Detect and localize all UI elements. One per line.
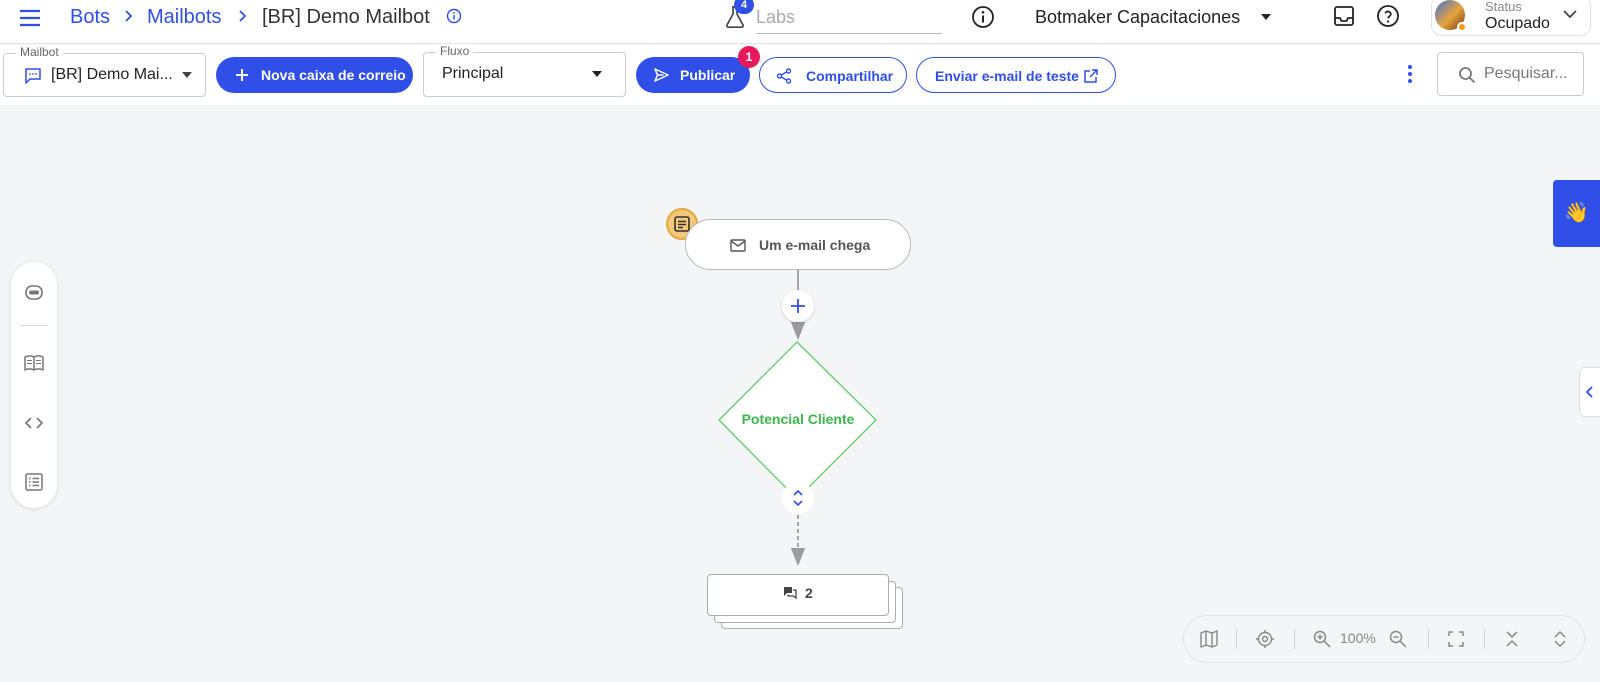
left-toolbar [11, 262, 57, 508]
breadcrumb-current: [BR] Demo Mailbot [262, 6, 430, 28]
search-icon [1458, 66, 1476, 84]
new-mailbox-label: Nova caixa de correio [261, 67, 406, 83]
search-input[interactable] [1484, 60, 1580, 88]
view-controls [1183, 615, 1585, 663]
inbox-icon[interactable] [1332, 4, 1356, 28]
company-selector[interactable]: Botmaker Capacitaciones [1035, 7, 1241, 27]
chevron-down-icon[interactable] [1562, 8, 1578, 20]
collapse-all-icon[interactable] [1502, 629, 1522, 649]
divider [20, 325, 48, 326]
publish-label: Publicar [680, 67, 736, 83]
more-vert-icon[interactable] [1400, 62, 1420, 86]
flow-value: Principal [442, 65, 504, 82]
locate-icon[interactable] [1255, 629, 1275, 649]
menu-icon[interactable] [18, 6, 42, 30]
unfold-icon [793, 489, 803, 507]
condition-label: Potencial Cliente [741, 411, 855, 427]
caret-down-icon [182, 72, 192, 78]
status-label: Status [1485, 0, 1522, 14]
zoom-out-icon[interactable] [1388, 629, 1408, 649]
external-link-icon [1083, 68, 1099, 84]
zoom-in-icon[interactable] [1312, 629, 1332, 649]
divider [1484, 629, 1485, 649]
send-test-email-button[interactable]: Enviar e-mail de teste [916, 57, 1116, 93]
breadcrumb-bots[interactable]: Bots [70, 6, 111, 28]
share-icon [776, 68, 792, 84]
mail-icon [730, 239, 746, 252]
status-dot [1457, 22, 1467, 32]
chevron-right-icon [122, 6, 136, 26]
divider [1236, 629, 1237, 649]
send-test-email-label: Enviar e-mail de teste [935, 68, 1079, 84]
publish-badge: 1 [738, 46, 760, 68]
status-value: Ocupado [1485, 15, 1550, 32]
flow-select[interactable]: Fluxo Principal [423, 44, 626, 97]
side-panel-toggle[interactable] [1579, 367, 1600, 417]
book-icon[interactable] [23, 352, 45, 374]
expand-all-icon[interactable] [1550, 629, 1570, 649]
trigger-node[interactable]: Um e-mail chega [685, 219, 911, 270]
divider [1294, 629, 1295, 649]
mailbot-label: Mailbot [16, 45, 63, 59]
flow-label: Fluxo [436, 44, 474, 58]
fullscreen-icon[interactable] [1446, 629, 1466, 649]
labs-input[interactable] [756, 2, 942, 34]
divider [1428, 629, 1429, 649]
top-bar: Bots Mailbots [BR] Demo Mailbot 4 Botmak… [0, 0, 1600, 44]
share-button[interactable]: Compartilhar [759, 57, 907, 93]
stack-label: 2 [707, 585, 889, 605]
help-icon[interactable] [1376, 4, 1400, 28]
bot-icon[interactable] [23, 281, 45, 303]
chat-icon [24, 67, 42, 85]
wave-button[interactable]: 👋 [1553, 180, 1600, 247]
send-icon [653, 67, 669, 83]
new-mailbox-button[interactable]: Nova caixa de correio [216, 57, 413, 93]
map-icon[interactable] [1199, 629, 1219, 649]
labs-badge: 4 [734, 0, 754, 14]
mailbot-select[interactable]: Mailbot [BR] Demo Mai... [3, 45, 206, 97]
share-label: Compartilhar [806, 68, 894, 84]
code-icon[interactable] [23, 412, 45, 434]
zoom-level: 100% [1340, 630, 1376, 646]
publish-button[interactable]: Publicar [636, 57, 750, 93]
add-step-button[interactable] [782, 290, 814, 322]
list-icon[interactable] [23, 471, 45, 493]
forum-icon [784, 587, 797, 600]
info-icon[interactable] [971, 5, 995, 29]
info-icon[interactable] [446, 8, 462, 24]
stack-count: 2 [805, 585, 813, 601]
mailbot-value: [BR] Demo Mai... [51, 66, 173, 83]
plus-icon [234, 67, 250, 83]
caret-down-icon [592, 71, 602, 77]
expand-branch-button[interactable] [782, 482, 814, 514]
wave-icon: 👋 [1564, 202, 1589, 224]
plus-icon [791, 299, 805, 313]
stacked-messages-node[interactable] [707, 574, 889, 616]
chevron-left-icon [1585, 385, 1595, 399]
chevron-right-icon [236, 6, 250, 26]
breadcrumb-mailbots[interactable]: Mailbots [147, 6, 222, 28]
trigger-label: Um e-mail chega [759, 237, 871, 253]
caret-down-icon[interactable] [1260, 12, 1272, 22]
